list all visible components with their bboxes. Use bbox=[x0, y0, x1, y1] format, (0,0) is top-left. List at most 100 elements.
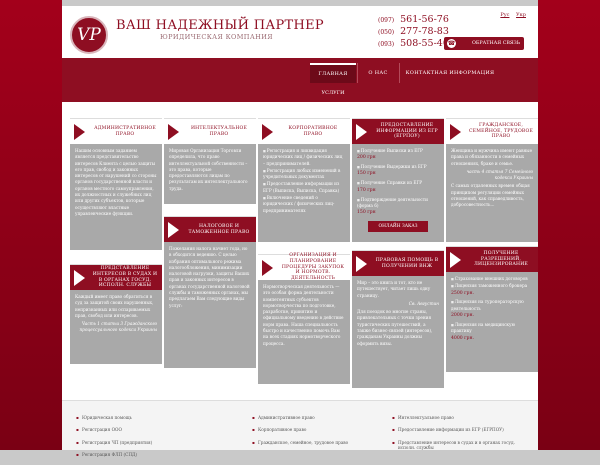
box-text: Мир – это книга и тот, кто не путешеству… bbox=[357, 280, 431, 298]
service-corporate-law[interactable]: КОРПОРАТИВНОЕ ПРАВО Регистрация и ликвид… bbox=[258, 118, 350, 242]
arrow-icon bbox=[74, 124, 85, 140]
box-quote: Св. Августин bbox=[408, 300, 439, 306]
box-quote: часть 4 статья 7 Семейного кодекса Украи… bbox=[466, 168, 533, 181]
language-switcher: Рус Укр bbox=[495, 12, 526, 18]
phone-2[interactable]: (050)277-78-83 bbox=[378, 26, 449, 37]
service-ip-law[interactable]: ИНТЕЛЕКТУАЛЬНОЕ ПРАВО Мировая Организаци… bbox=[164, 118, 256, 204]
service-procurement[interactable]: ОРГАНИЗАЦИЯ И ПЛАНИРОВАНИЕ ПРОЦЕДУРЫ ЗАК… bbox=[258, 253, 350, 384]
box-header: ПРЕДОСТАВЛЕНИЕ ИНФОРМАЦИИ ИЗ ЕГР (ЕГРПОУ… bbox=[352, 118, 444, 144]
price-item: Подтверждение деятельности (форма 6) bbox=[357, 197, 439, 210]
box-body: Мировая Организация Торговли определила,… bbox=[164, 144, 256, 204]
logo-icon[interactable]: VP bbox=[70, 16, 108, 54]
box-body: Страхование внешних договоров Лицензия т… bbox=[446, 272, 538, 372]
price: 150 грн bbox=[357, 210, 376, 216]
phone-3[interactable]: (093)508-55-40 bbox=[378, 38, 449, 49]
box-body: Нашим основным заданием является предста… bbox=[70, 144, 162, 250]
price: 4000 грн. bbox=[451, 335, 475, 341]
price-item: Лицензия на туроператорскую деятельность bbox=[451, 299, 533, 312]
arrow-icon bbox=[168, 124, 179, 140]
footer-col-1: Юридическая помощь Регистрация ООО Регис… bbox=[76, 415, 152, 465]
footer-link[interactable]: Регистрация ФЛП (СПД) bbox=[76, 452, 152, 458]
box-text: Мировая Организация Торговли определила,… bbox=[169, 148, 248, 191]
callback-button[interactable]: ☎ ОБРАТНАЯ СВЯЗЬ bbox=[444, 37, 524, 50]
site-title: ВАШ НАДЕЖНЫЙ ПАРТНЕР bbox=[116, 18, 324, 33]
brand: ВАШ НАДЕЖНЫЙ ПАРТНЕР ЮРИДИЧЕСКАЯ КОМПАНИ… bbox=[116, 18, 324, 41]
price: 200 грн bbox=[357, 155, 376, 161]
price: 2000 грн. bbox=[451, 313, 475, 319]
footer-link[interactable]: Юридическая помощь bbox=[76, 415, 152, 421]
box-text: Женщина и мужчина имеют равные права и о… bbox=[451, 148, 533, 166]
service-residence-permit[interactable]: ПРАВОВАЯ ПОМОЩЬ В ПОЛУЧЕНИИ ВНЖ Мир – эт… bbox=[352, 250, 444, 388]
box-quote: Часть 1 статьи 3 Гражданского процессуал… bbox=[79, 321, 157, 333]
box-header: ПОЛУЧЕНИЕ РАЗРЕШЕНИЙ, ЛИЦЕНЗИРОВАНИЕ bbox=[446, 246, 538, 272]
box-header: КОРПОРАТИВНОЕ ПРАВО bbox=[258, 118, 350, 144]
footer-link[interactable]: Предоставление информации из ЕГР (ЕГРПОУ… bbox=[392, 427, 522, 433]
box-text: С самых отдаленных времен общая принципо… bbox=[451, 183, 530, 208]
arrow-icon bbox=[262, 260, 273, 276]
logo-text: VP bbox=[77, 25, 101, 45]
service-court-representation[interactable]: ПРЕДСТАВЛЕНИЕ ИНТЕРЕСОВ В СУДАХ И В ОРГА… bbox=[70, 264, 162, 364]
arrow-icon bbox=[262, 124, 273, 140]
box-text: Каждый имеет право обратиться в суд за з… bbox=[75, 294, 154, 318]
service-tax-law[interactable]: НАЛОГОВОЕ И ТАМОЖЕННОЕ ПРАВО Пожелания н… bbox=[164, 216, 256, 368]
box-body: Пожелания налога начнет года, но в обход… bbox=[164, 242, 256, 368]
service-civil-family-law[interactable]: ГРАЖДАНСКОЕ, СЕМЕЙНОЕ, ТРУДОВОЕ ПРАВО Же… bbox=[446, 118, 538, 242]
footer-link[interactable]: Регистрация ЧП (предприятия) bbox=[76, 440, 152, 446]
footer: Юридическая помощь Регистрация ООО Регис… bbox=[62, 400, 538, 458]
box-body: Получение Выписки из ЕГР 200 грн Получен… bbox=[352, 144, 444, 242]
lang-uk[interactable]: Укр bbox=[516, 12, 526, 18]
list-item: Предоставление информации из ЕГР (Выписк… bbox=[263, 181, 345, 194]
box-header: ИНТЕЛЕКТУАЛЬНОЕ ПРАВО bbox=[164, 118, 256, 144]
box-header: ПРЕДСТАВЛЕНИЕ ИНТЕРЕСОВ В СУДАХ И В ОРГА… bbox=[70, 264, 162, 290]
box-body: Мир – это книга и тот, кто не путешеству… bbox=[352, 276, 444, 388]
left-background bbox=[0, 0, 62, 450]
box-body: Женщина и мужчина имеют равные права и о… bbox=[446, 144, 538, 242]
price-item: Лицензия таможенного брокера bbox=[451, 283, 533, 289]
footer-link[interactable]: Гражданское, семейное, трудовое право bbox=[252, 440, 352, 446]
box-title: НАЛОГОВОЕ И ТАМОЖЕННОЕ ПРАВО bbox=[188, 223, 250, 235]
box-text: Пожелания налога начнет года, но в обход… bbox=[169, 246, 250, 308]
box-header: НАЛОГОВОЕ И ТАМОЖЕННОЕ ПРАВО bbox=[164, 216, 256, 242]
nav-home[interactable]: ГЛАВНАЯ bbox=[310, 63, 356, 83]
nav-divider bbox=[399, 63, 400, 83]
box-text: Нормотворческая деятельность — это особа… bbox=[263, 284, 344, 346]
box-title: ПРЕДОСТАВЛЕНИЕ ИНФОРМАЦИИ ИЗ ЕГР (ЕГРПОУ… bbox=[376, 122, 438, 140]
footer-col-3: Интеллектуальное право Предоставление ин… bbox=[392, 415, 522, 458]
list-item: Регистрация и ликвидация юридических лиц… bbox=[263, 148, 345, 167]
service-licensing[interactable]: ПОЛУЧЕНИЕ РАЗРЕШЕНИЙ, ЛИЦЕНЗИРОВАНИЕ Стр… bbox=[446, 246, 538, 372]
phone-1[interactable]: (097)561-56-76 bbox=[378, 14, 449, 25]
price: 170 грн bbox=[357, 187, 376, 193]
box-header: АДМИНИСТРАТИВНОЕ ПРАВО bbox=[70, 118, 162, 144]
footer-link[interactable]: Представление интересов в судах и в орга… bbox=[392, 440, 522, 451]
nav-about[interactable]: О НАС bbox=[368, 70, 388, 76]
nav-contacts[interactable]: КОНТАКТНАЯ ИНФОРМАЦИЯ bbox=[405, 70, 495, 76]
price-item: Получение Выдержки из ЕГР bbox=[357, 164, 439, 170]
footer-link[interactable]: Административное право bbox=[252, 415, 352, 421]
list-item: Регистрация любых изменений в учредитель… bbox=[263, 168, 345, 181]
box-body: Каждый имеет право обратиться в суд за з… bbox=[70, 290, 162, 364]
footer-link[interactable]: Корпоративное право bbox=[252, 427, 352, 433]
box-text: Для поездок во многие страны, привлекате… bbox=[357, 309, 433, 346]
phone-icon: ☎ bbox=[447, 39, 456, 48]
box-title: ПРАВОВАЯ ПОМОЩЬ В ПОЛУЧЕНИИ ВНЖ bbox=[375, 257, 439, 269]
box-text: Нашим основным заданием является предста… bbox=[75, 148, 157, 216]
nav-divider bbox=[357, 63, 358, 83]
footer-link[interactable]: Регистрация ООО bbox=[76, 427, 152, 433]
online-order-button[interactable]: ОНЛАЙН ЗАКАЗ bbox=[368, 221, 428, 233]
arrow-icon bbox=[356, 256, 367, 272]
box-title: ИНТЕЛЕКТУАЛЬНОЕ ПРАВО bbox=[190, 125, 248, 137]
footer-link[interactable]: Интеллектуальное право bbox=[392, 415, 522, 421]
box-header: ОРГАНИЗАЦИЯ И ПЛАНИРОВАНИЕ ПРОЦЕДУРЫ ЗАК… bbox=[258, 253, 350, 281]
list-item: Включение сведений о юридических / физич… bbox=[263, 195, 345, 214]
arrow-icon bbox=[168, 222, 179, 238]
box-title: АДМИНИСТРАТИВНОЕ ПРАВО bbox=[94, 125, 156, 137]
price: 2500 грн. bbox=[451, 290, 475, 296]
main-navigation: ГЛАВНАЯ О НАС КОНТАКТНАЯ ИНФОРМАЦИЯ УСЛУ… bbox=[62, 58, 538, 102]
service-egr-info[interactable]: ПРЕДОСТАВЛЕНИЕ ИНФОРМАЦИИ ИЗ ЕГР (ЕГРПОУ… bbox=[352, 118, 444, 242]
service-admin-law[interactable]: АДМИНИСТРАТИВНОЕ ПРАВО Нашим основным за… bbox=[70, 118, 162, 250]
nav-services[interactable]: УСЛУГИ bbox=[321, 90, 345, 96]
box-title: ГРАЖДАНСКОЕ, СЕМЕЙНОЕ, ТРУДОВОЕ ПРАВО bbox=[468, 122, 534, 140]
box-body: Нормотворческая деятельность — это особа… bbox=[258, 280, 350, 384]
arrow-icon bbox=[74, 270, 85, 286]
lang-ru[interactable]: Рус bbox=[500, 12, 510, 18]
